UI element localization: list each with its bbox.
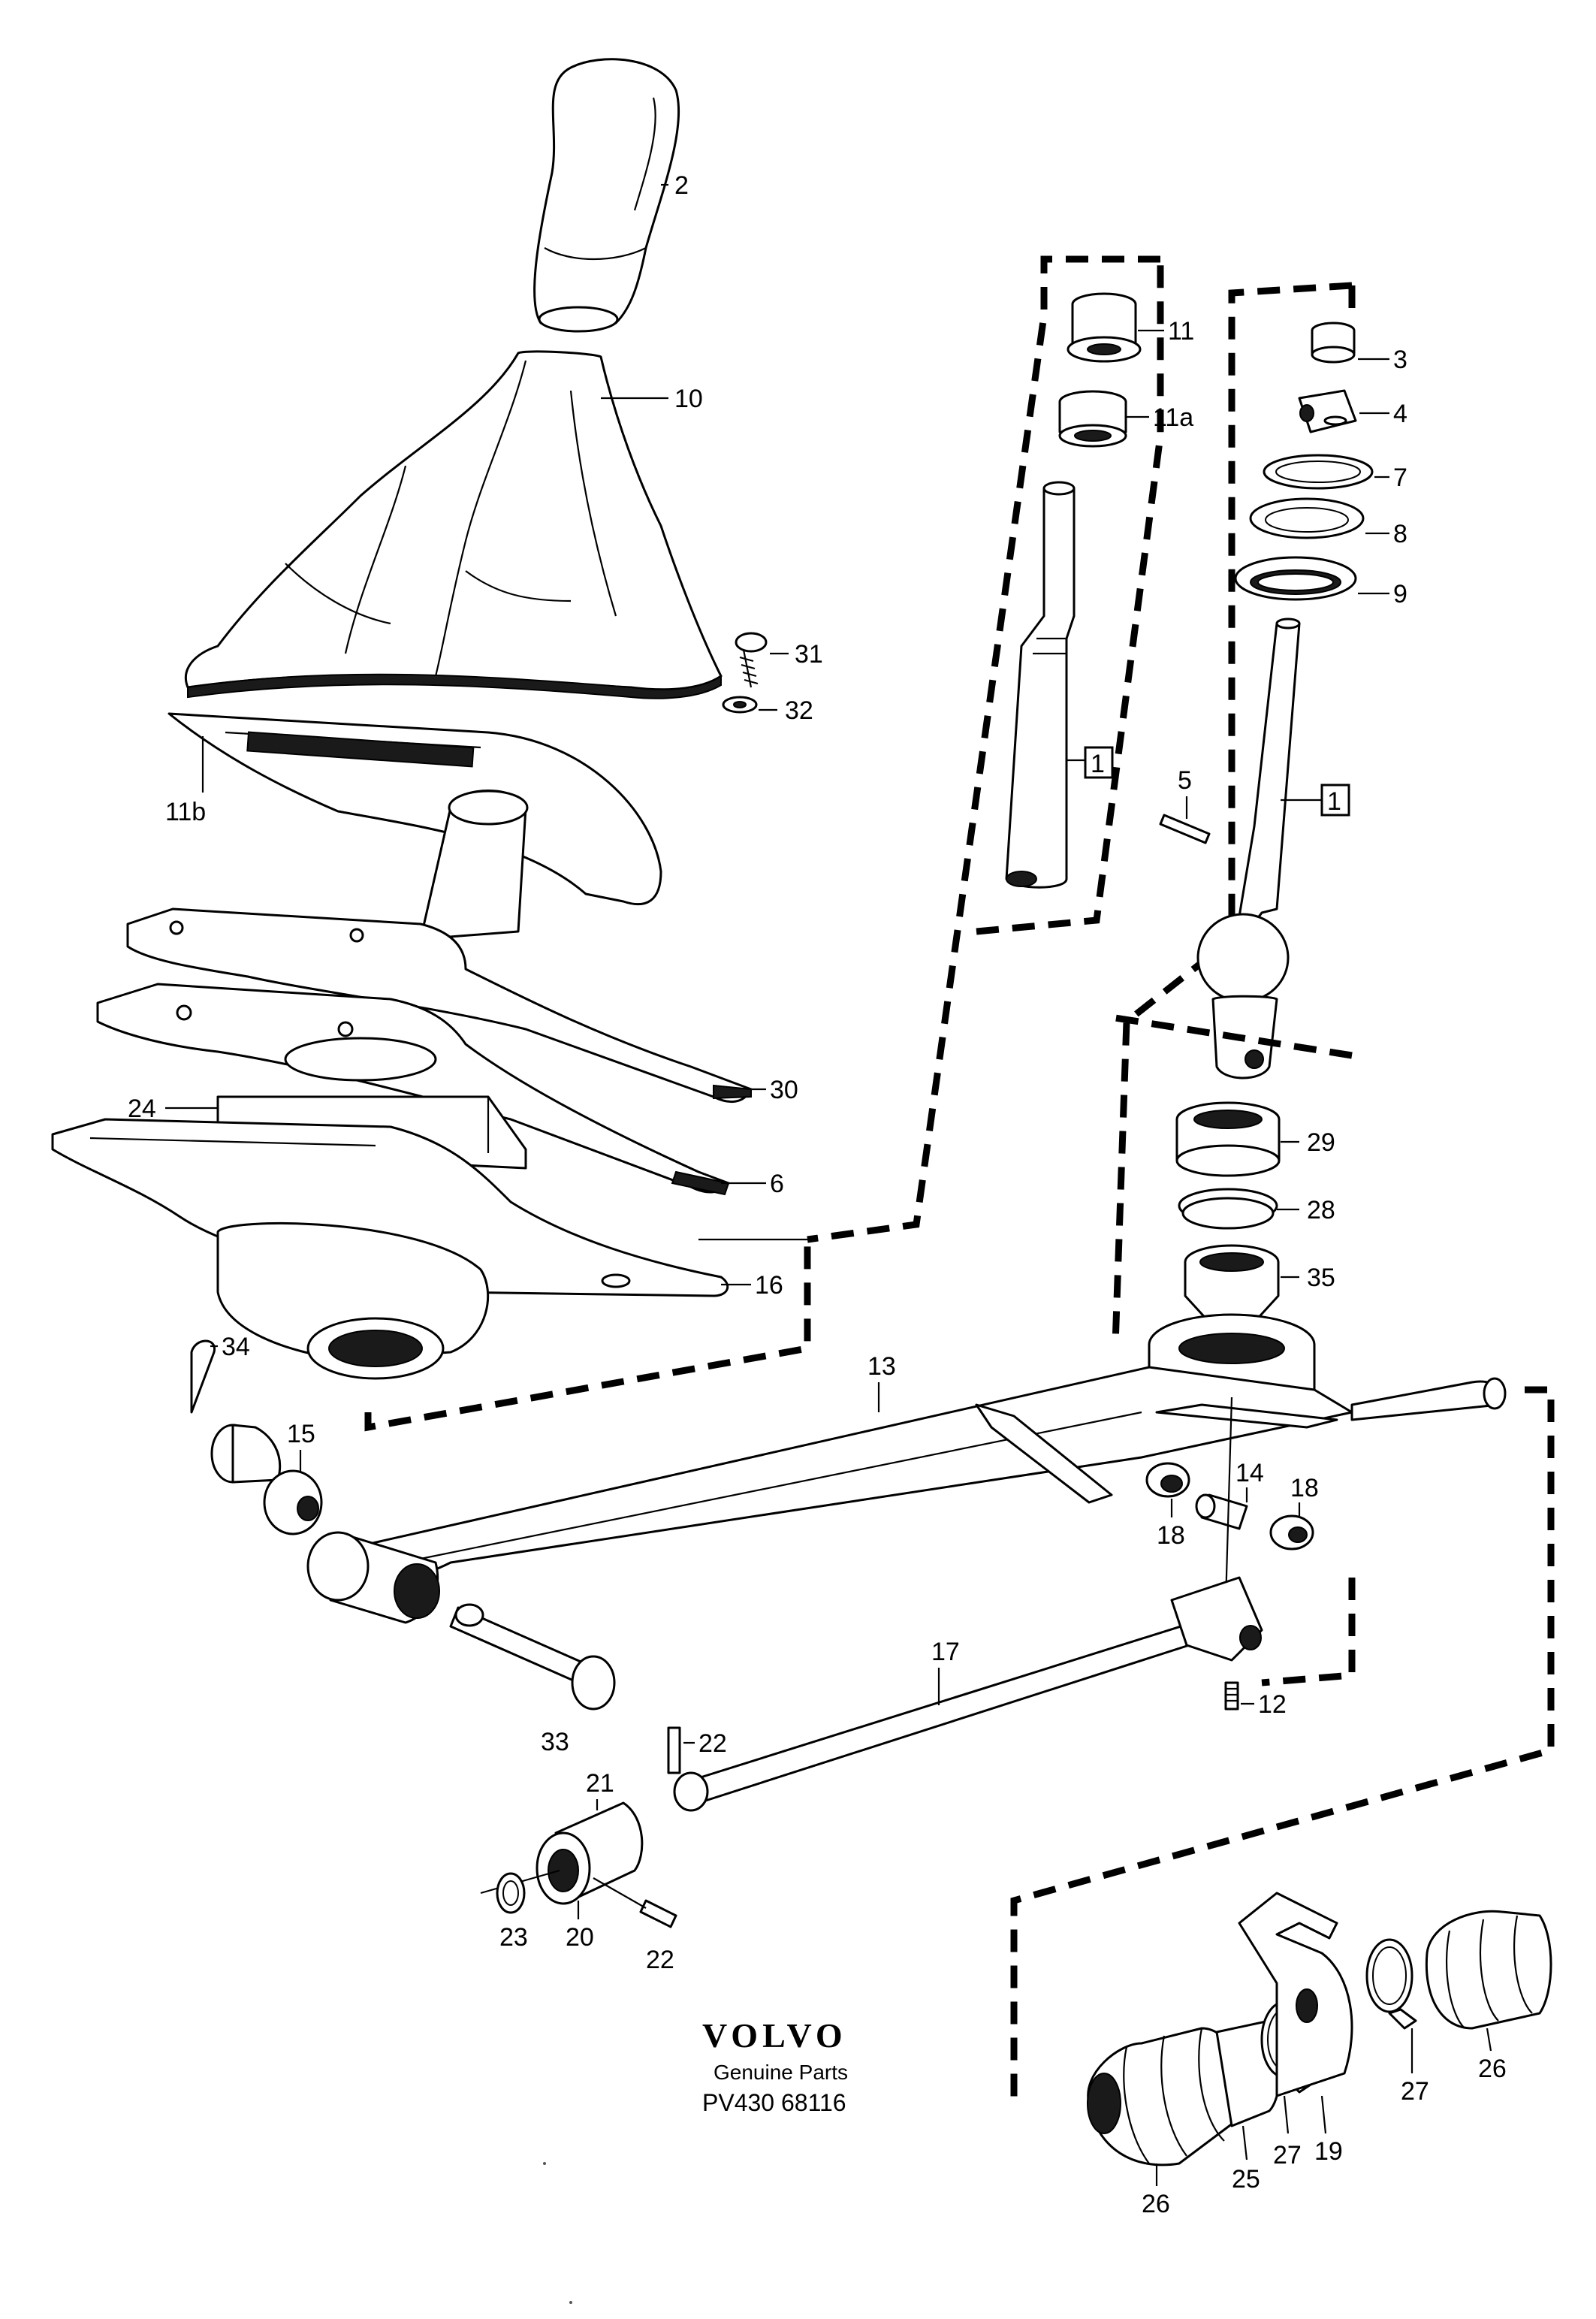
callout-20: 20 (566, 1923, 594, 1952)
boot-frame[interactable] (167, 712, 662, 906)
washer-23[interactable] (496, 1872, 526, 1914)
callout-1b: 1 (1327, 787, 1341, 816)
callout-16: 16 (755, 1271, 783, 1300)
bushing-11[interactable] (1067, 292, 1142, 363)
pivot-tube[interactable] (306, 1531, 440, 1624)
callout-18b: 18 (1290, 1474, 1319, 1502)
clamp-27-right[interactable] (1365, 1938, 1417, 2030)
callout-11b: 11b (165, 798, 206, 826)
callout-2: 2 (674, 171, 689, 200)
ring-7[interactable] (1263, 454, 1374, 490)
clamp-4[interactable] (1298, 389, 1357, 433)
callout-35: 35 (1307, 1264, 1335, 1292)
shift-housing-13[interactable] (351, 1313, 1507, 1582)
callout-19: 19 (1314, 2137, 1343, 2166)
gear-lever-lower-1[interactable] (1196, 617, 1301, 1079)
callout-1a: 1 (1091, 750, 1105, 778)
svg-text:VOLVO: VOLVO (702, 2016, 847, 2055)
callout-12: 12 (1258, 1690, 1287, 1719)
callout-11: 11 (1168, 317, 1194, 346)
lever-shaft-upper-1[interactable] (1005, 481, 1076, 889)
group-bracket-mid-right (1261, 1578, 1356, 1686)
group-bracket-far-right (1010, 1386, 1555, 2103)
callout-4: 4 (1393, 400, 1407, 428)
cotter-pin-34[interactable] (190, 1339, 216, 1414)
group-bracket-lower-left (364, 1240, 811, 1432)
plate-30[interactable] (126, 907, 753, 1104)
callout-6: 6 (770, 1170, 784, 1198)
gear-lever-boot[interactable] (184, 350, 723, 699)
lever-tower[interactable] (419, 790, 529, 941)
callout-29: 29 (1307, 1128, 1335, 1157)
bolt-33[interactable] (449, 1603, 616, 1711)
callout-14: 14 (1235, 1459, 1264, 1487)
callout-3: 3 (1393, 346, 1407, 374)
bushing-29[interactable] (1175, 1101, 1281, 1177)
pin-22-lower[interactable] (639, 1899, 677, 1928)
washer-32[interactable] (722, 696, 758, 714)
callout-11a: 11a (1153, 403, 1193, 432)
callout-33: 33 (541, 1728, 569, 1756)
callout-8: 8 (1393, 520, 1407, 548)
callout-9: 9 (1393, 580, 1407, 608)
gear-knob[interactable] (533, 58, 680, 333)
callout-7: 7 (1393, 463, 1407, 492)
shift-rod-17[interactable] (673, 1576, 1263, 1812)
callout-27a: 27 (1401, 2077, 1429, 2106)
genuine-parts-text: Genuine Parts (714, 2061, 848, 2084)
group-bracket-right-middle (1115, 1014, 1353, 1059)
callout-10: 10 (674, 385, 703, 413)
callout-15: 15 (287, 1420, 315, 1448)
callout-27b: 27 (1273, 2141, 1302, 2170)
callout-22a: 22 (698, 1729, 727, 1758)
ring-9[interactable] (1234, 556, 1357, 601)
pin-5[interactable] (1159, 814, 1211, 844)
bushing-11a[interactable] (1058, 390, 1127, 448)
callout-31: 31 (795, 640, 823, 669)
callout-22b: 22 (646, 1946, 674, 1974)
callout-21: 21 (586, 1769, 614, 1798)
callout-23: 23 (499, 1923, 528, 1952)
callout-25: 25 (1232, 2165, 1260, 2194)
callout-34: 34 (222, 1333, 250, 1361)
bushing-18-right[interactable] (1269, 1514, 1314, 1551)
bushing-3[interactable] (1311, 322, 1356, 364)
bushing-35[interactable] (1184, 1244, 1280, 1324)
bushing-15[interactable] (210, 1424, 323, 1535)
volvo-logo: VOLVO (702, 2016, 847, 2055)
pin-22-upper[interactable] (667, 1726, 681, 1774)
bracket-19[interactable] (1238, 1892, 1353, 2097)
callout-5: 5 (1178, 766, 1192, 795)
group-bracket-upper-right (1112, 282, 1356, 1345)
callout-24: 24 (128, 1095, 156, 1123)
callout-26b: 26 (1478, 2055, 1507, 2083)
pin-14[interactable] (1195, 1493, 1248, 1530)
callout-13: 13 (867, 1352, 896, 1381)
plate-6[interactable] (96, 983, 730, 1196)
callout-32: 32 (785, 696, 813, 725)
part-number-text: PV430 68116 (702, 2089, 846, 2116)
boot-26-right[interactable] (1425, 1910, 1552, 2030)
callout-26a: 26 (1142, 2190, 1170, 2218)
sleeve-21[interactable] (536, 1801, 644, 1905)
set-screw-12[interactable] (1224, 1681, 1239, 1711)
callout-17: 17 (931, 1638, 960, 1666)
base-flange[interactable] (306, 1317, 445, 1380)
bolt-31[interactable] (735, 632, 768, 688)
bushing-18-left[interactable] (1145, 1462, 1190, 1498)
callout-30: 30 (770, 1076, 798, 1104)
group-bracket-upper-center (807, 255, 1164, 1243)
callout-18a: 18 (1157, 1521, 1185, 1550)
boot-26-left[interactable] (1087, 2027, 1243, 2167)
ring-28[interactable] (1178, 1188, 1278, 1230)
ring-8[interactable] (1249, 497, 1365, 539)
callout-28: 28 (1307, 1196, 1335, 1224)
